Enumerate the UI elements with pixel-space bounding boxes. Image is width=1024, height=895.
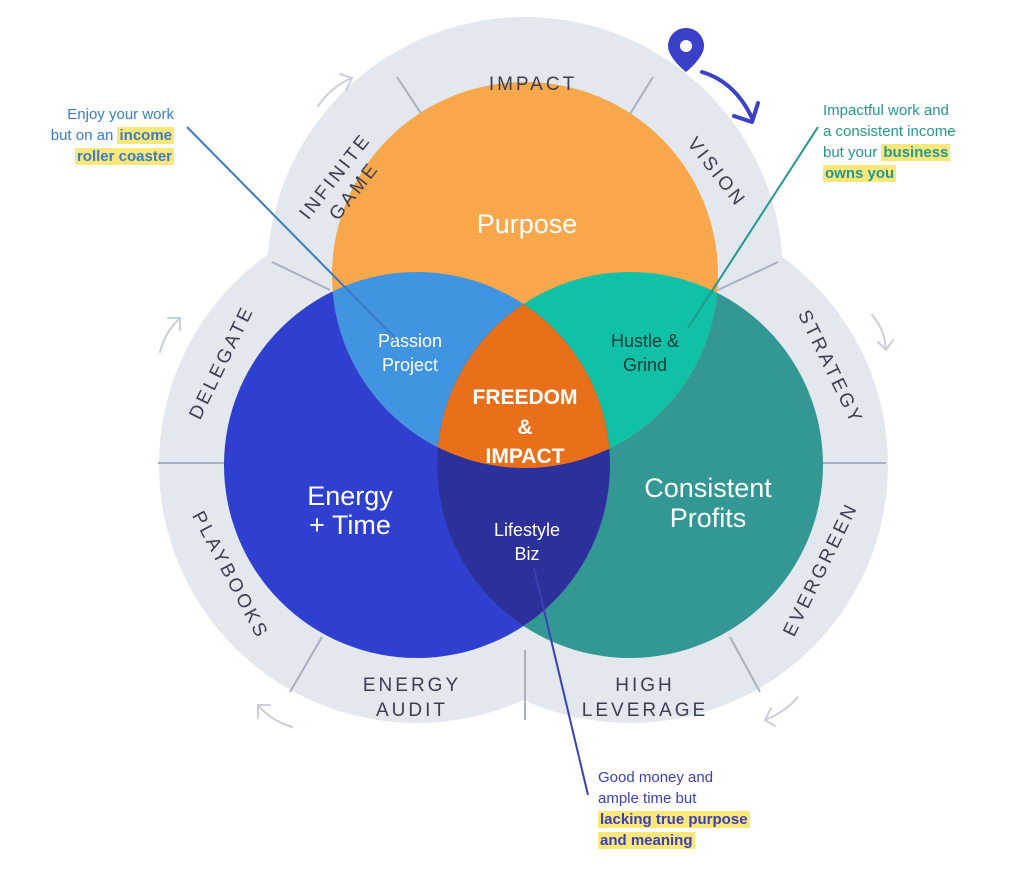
ring-dividers [158,76,886,720]
note-bottom-line3: lacking true purpose [598,809,798,830]
freedom-impact-overlap [437,272,610,468]
note-left-line2: but on an income [20,125,174,146]
note-right-line4: owns you [823,163,1003,184]
energy-label-line1: Energy [307,481,393,511]
profits-label-line1: Consistent [644,473,772,503]
note-bottom-line2: ample time but [598,790,697,807]
ring-energy-audit-line1: ENERGY [363,675,461,696]
note-left-highlight1: income [117,127,174,144]
pointer-line-left [186,126,396,339]
ring-high-leverage-line2: LEVERAGE [582,700,708,721]
note-right: Impactful work and a consistent income b… [823,100,1003,184]
hustle-label-line2: Grind [623,355,667,375]
note-left-line3: roller coaster [20,146,174,167]
passion-label-line2: Project [382,355,438,375]
note-bottom-highlight2: and meaning [598,832,695,849]
note-left-line1: Enjoy your work [67,106,174,123]
curved-arrow-icon [700,70,760,124]
note-bottom: Good money and ample time but lacking tr… [598,767,798,851]
curved-arrow-icon [257,704,293,728]
location-pin-icon [668,28,704,72]
pointer-line-right [687,126,819,329]
note-left-highlight2: roller coaster [74,148,174,165]
ring-high-leverage-line1: HIGH [615,675,675,696]
note-bottom-line4: and meaning [598,830,798,851]
note-right-line3: but your business [823,142,1003,163]
center-label-line2: & [517,416,532,439]
note-bottom-highlight1: lacking true purpose [598,811,750,828]
ring-impact: IMPACT [489,74,577,95]
note-right-line3-plain: but your [823,144,882,161]
curved-arrow-icon [317,73,354,107]
note-right-highlight2: owns you [823,165,897,182]
pointer-line-bottom [533,567,589,796]
note-bottom-line1: Good money and [598,769,714,786]
note-left-line2-plain: but on an [50,127,118,144]
center-label-line3: IMPACT [486,445,565,468]
curved-arrow-icon [763,696,799,727]
profits-label-line2: Profits [670,503,747,533]
note-right-highlight1: business [881,144,951,161]
curved-arrow-icon [871,314,894,352]
energy-label-line2: + Time [309,510,391,540]
note-left: Enjoy your work but on an income roller … [20,104,174,167]
lifestyle-label-line1: Lifestyle [494,520,560,540]
passion-label-line1: Passion [378,331,442,351]
ring-energy-audit-line2: AUDIT [376,700,448,721]
cycle-arrows [159,73,894,728]
purpose-label: Purpose [477,209,578,239]
center-label-line1: FREEDOM [473,386,578,409]
hustle-label-line1: Hustle & [611,331,679,351]
note-right-line2: a consistent income [823,123,956,140]
note-right-line1: Impactful work and [823,102,949,119]
curved-arrow-icon [159,317,181,353]
lifestyle-label-line2: Biz [514,544,539,564]
